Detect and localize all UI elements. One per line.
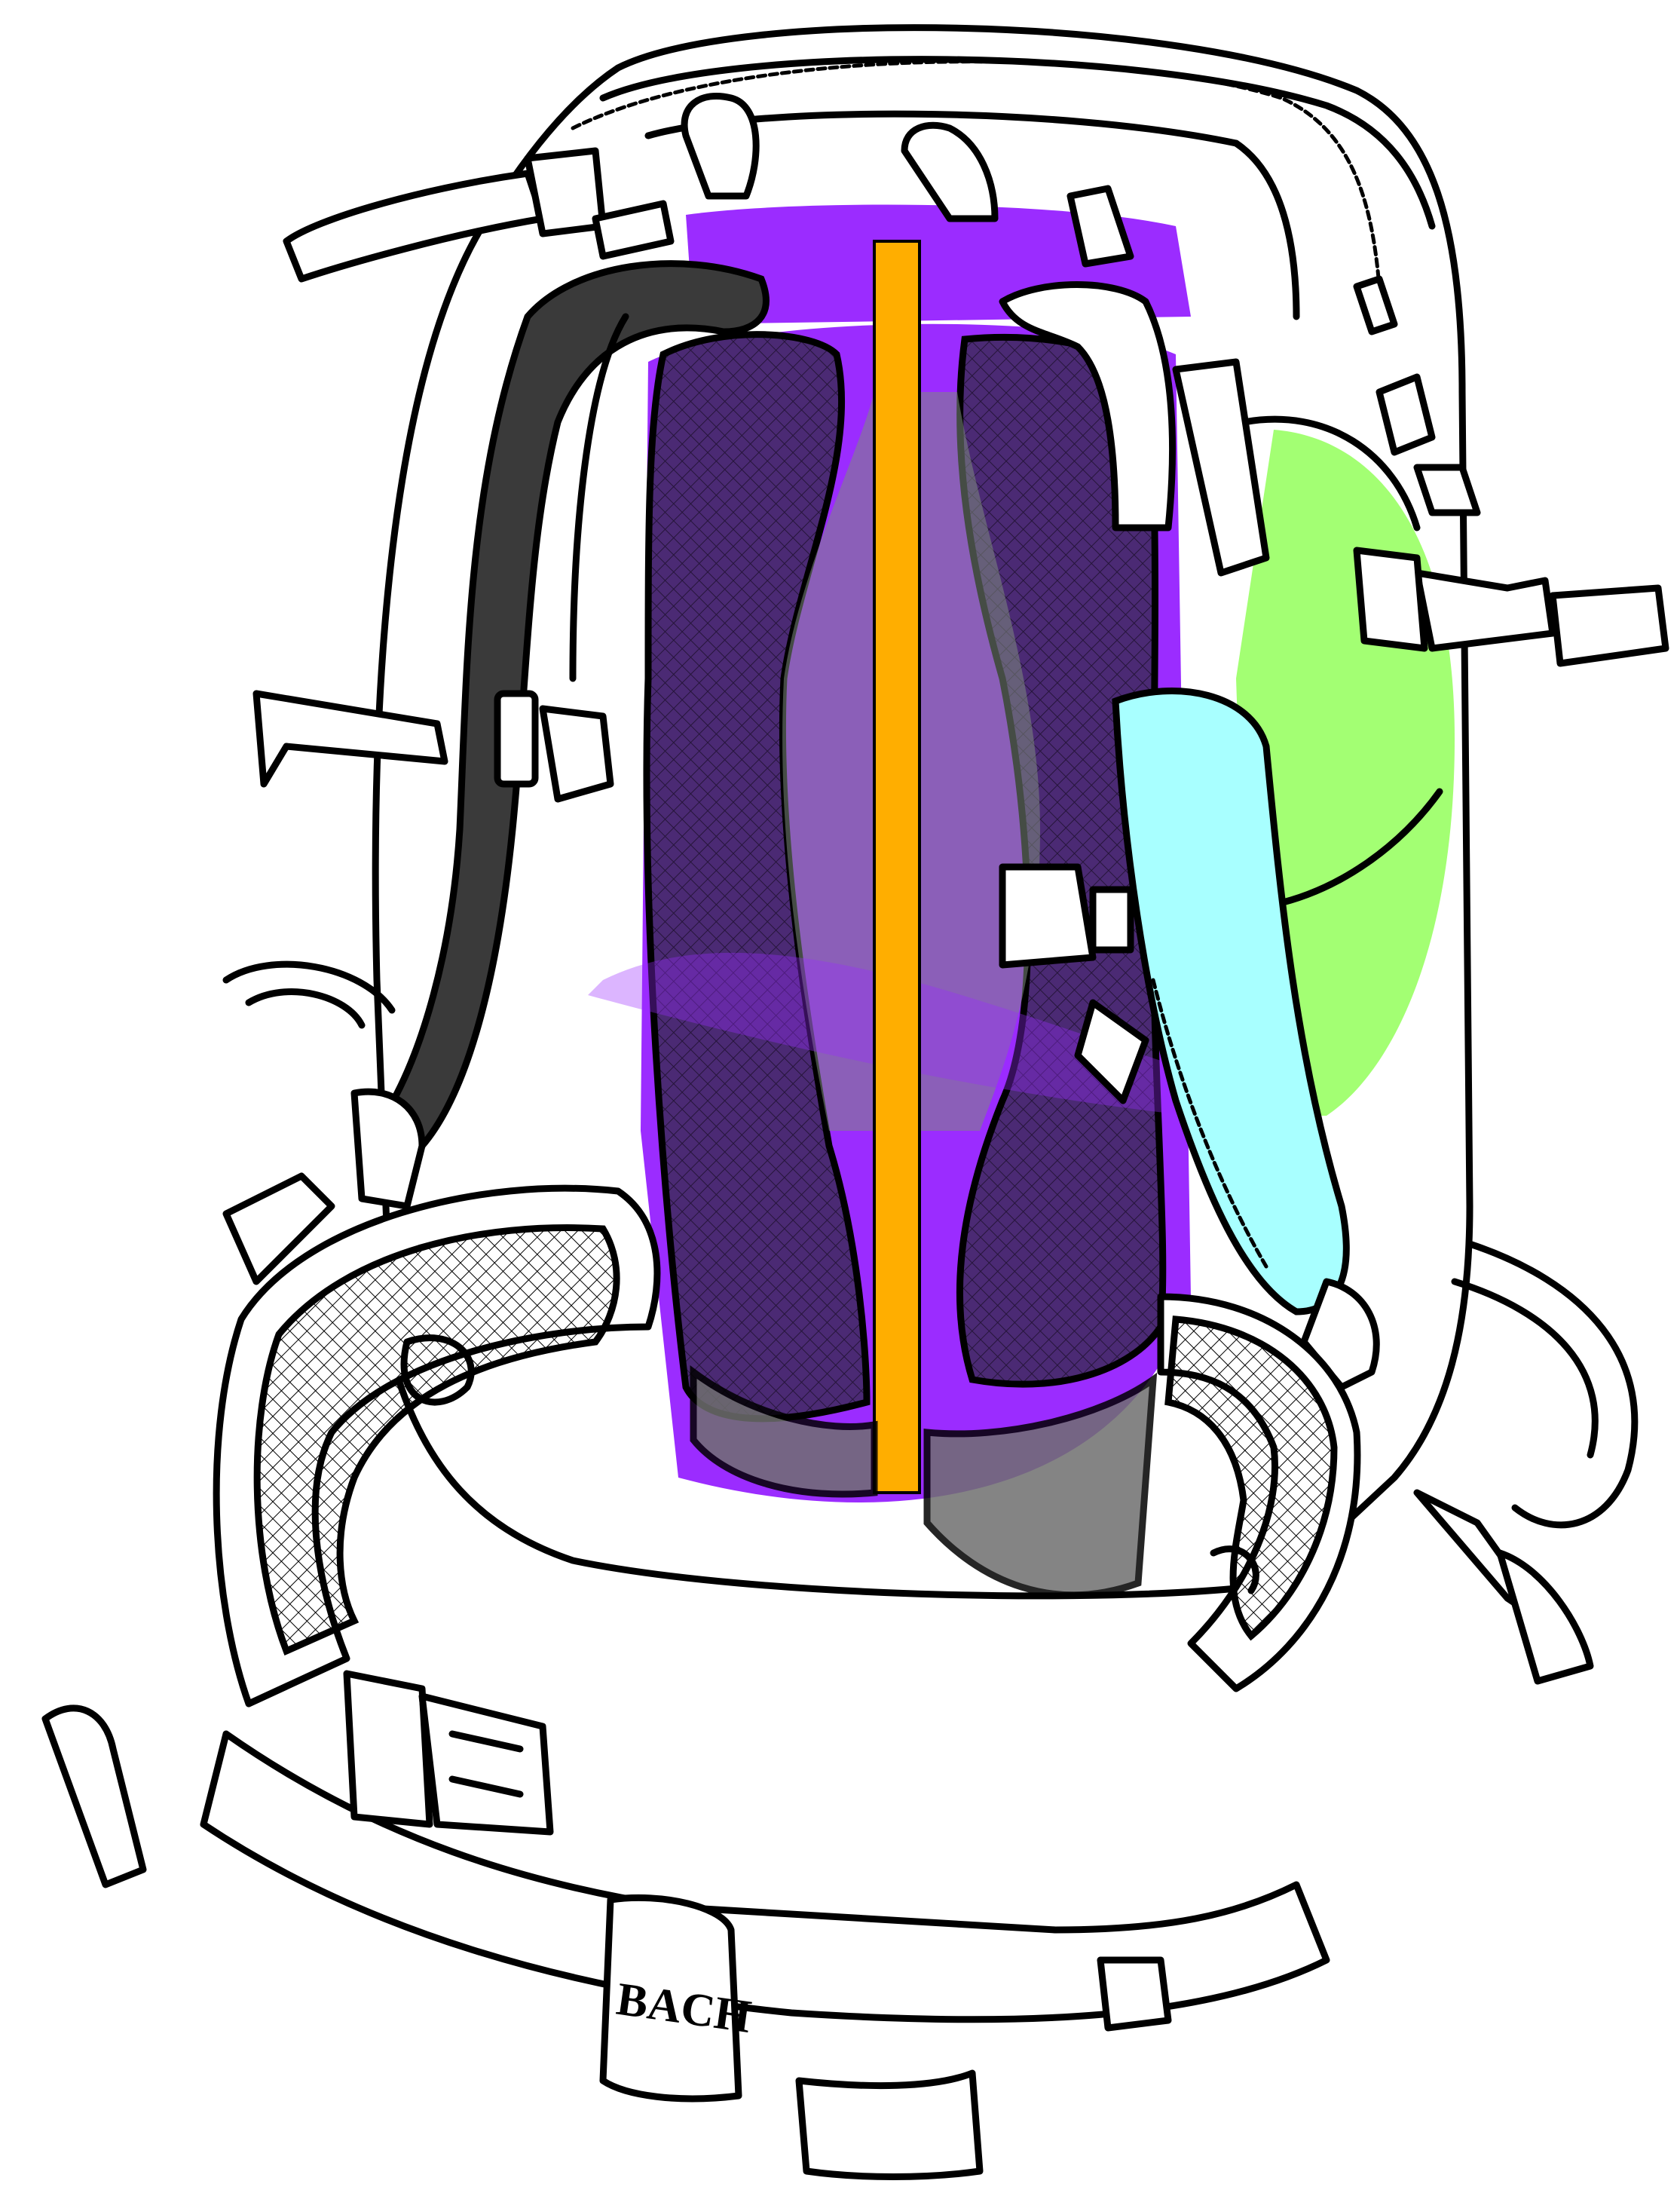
lid-buckles-right (1353, 275, 1481, 516)
spine-stay (873, 240, 921, 1494)
hip-buckle-left (343, 1670, 433, 1828)
lid-zipper (571, 60, 1382, 289)
hip-belt: BACH (41, 1184, 1594, 2180)
lid-strap-left (283, 147, 675, 283)
back-panel (588, 204, 1191, 1599)
haul-loop (681, 92, 1134, 268)
shoulder-strap-left (222, 260, 770, 1285)
side-handle (222, 960, 1639, 1529)
hip-buckle-logo: BACH (599, 1894, 754, 2103)
